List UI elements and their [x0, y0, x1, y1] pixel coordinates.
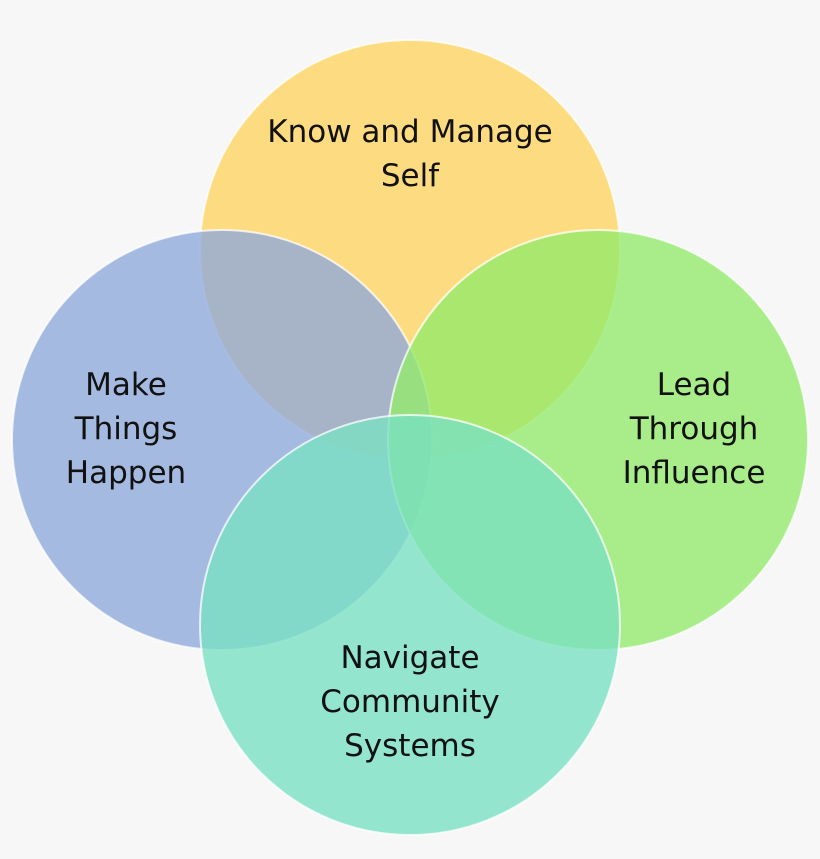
- venn-circles: [11, 39, 809, 836]
- label-left-line: Happen: [66, 455, 186, 491]
- label-bottom-line: Navigate: [340, 640, 479, 676]
- label-bottom-line: Systems: [344, 728, 476, 764]
- label-top-line: Know and Manage: [267, 114, 552, 150]
- label-left-line: Things: [74, 411, 178, 447]
- label-left-line: Make: [85, 367, 167, 403]
- label-bottom-line: Community: [320, 684, 499, 720]
- label-right-line: Through: [629, 411, 759, 447]
- label-top-line: Self: [381, 158, 440, 194]
- label-right-line: Lead: [657, 367, 731, 403]
- circle-bottom: [199, 414, 621, 836]
- label-right-line: Influence: [623, 455, 766, 491]
